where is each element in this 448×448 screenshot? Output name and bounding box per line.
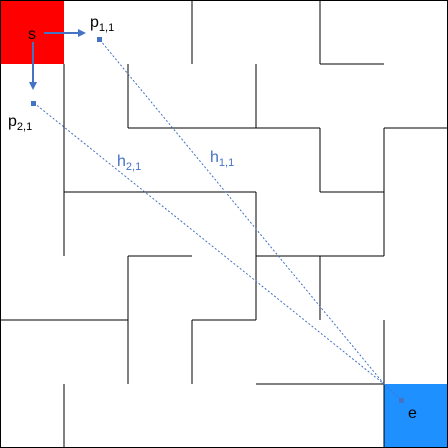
h21-line [33,102,385,385]
end-point [399,398,404,403]
h21-label-base: h [117,153,126,170]
p11-label-base: p [90,14,99,31]
p21-label-sub: 2,1 [17,121,32,133]
p21-label: p2,1 [8,113,32,133]
h21-label-sub: 2,1 [126,161,141,173]
start-label: s [28,26,36,43]
p21-label-base: p [8,113,17,130]
end-label: e [408,405,417,422]
h11-label-base: h [210,149,219,166]
h11-label-sub: 1,1 [219,157,234,169]
h11-line [99,39,385,385]
p11-label: p1,1 [90,14,114,34]
h11-label: h1,1 [210,149,234,169]
heuristic-lines [33,39,403,402]
p11-label-sub: 1,1 [99,22,114,34]
p21-point [31,101,36,106]
h21-label: h2,1 [117,153,141,173]
end-cell [384,384,448,448]
p11-point [97,37,102,42]
